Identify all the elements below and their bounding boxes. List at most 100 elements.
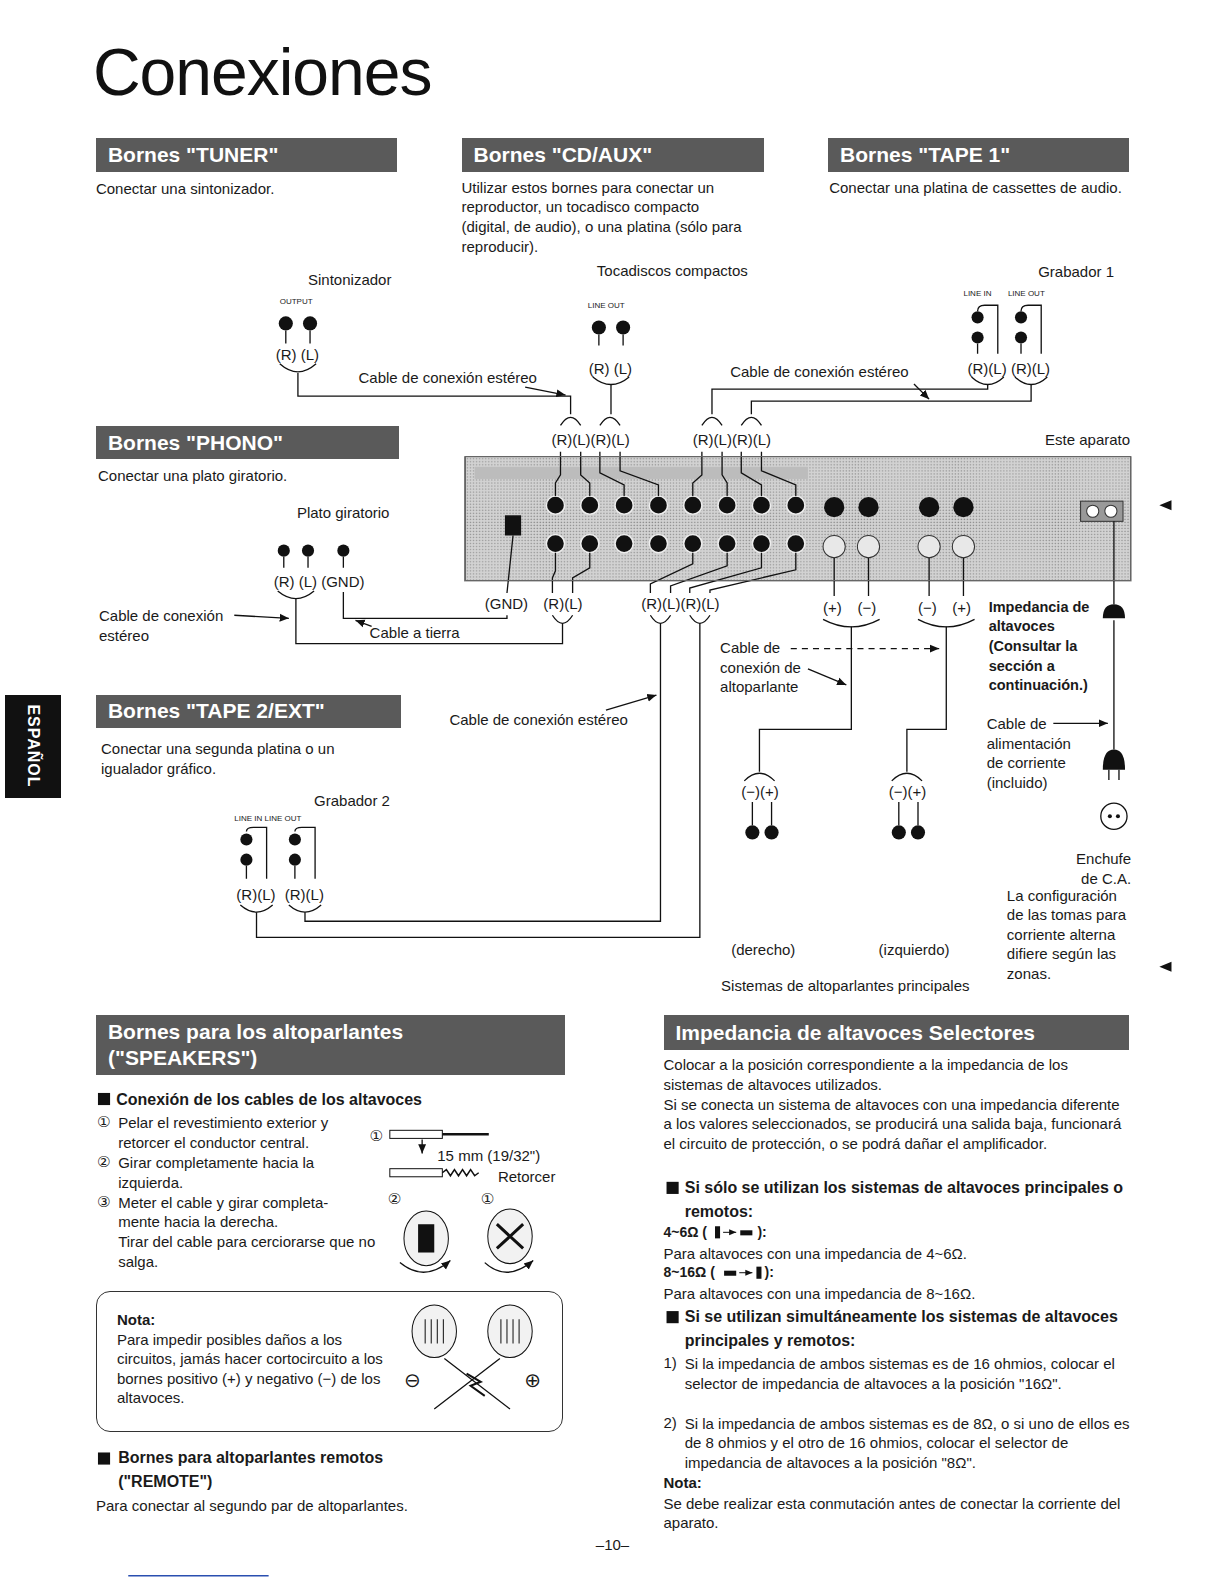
section-band: Bornes "TAPE 1" — [828, 138, 1129, 171]
panel-shape — [418, 1224, 434, 1252]
text-label: 1) — [664, 1354, 677, 1371]
text-label: (R)(L)(R)(L) — [550, 431, 630, 448]
text-label: (GND) — [484, 595, 529, 612]
text-label: Conectar una sintonizador. — [96, 180, 274, 197]
jack-symbol — [278, 545, 290, 557]
text-label: Colocar a la posición correspondiente a … — [664, 1055, 1131, 1094]
wire-line — [620, 452, 658, 496]
wire-line — [741, 417, 761, 425]
wire-line — [834, 558, 963, 596]
jack-symbol — [615, 534, 633, 552]
jack-symbol — [684, 496, 702, 514]
text-label: (R) (L) — [276, 346, 319, 363]
jack-symbol — [1101, 803, 1127, 829]
wire-line — [497, 1224, 523, 1248]
text-label: Para altavoces con una impedancia de 8~1… — [664, 1285, 976, 1302]
panel-shape — [1081, 501, 1123, 521]
panel-shape — [98, 1093, 110, 1105]
wire-line — [744, 773, 922, 781]
panel-shape — [715, 1226, 720, 1238]
bold-text: Conexión de los cables de los altavoces — [116, 1088, 422, 1112]
text-label: (−)(+) — [889, 783, 927, 800]
node-heading: Bornes "PHONO" — [108, 430, 283, 456]
node-heading: Este aparato — [1045, 431, 1130, 448]
text-label: ② — [388, 1190, 401, 1207]
wire-line — [693, 452, 702, 496]
text-label: Cable a tierra — [370, 624, 460, 641]
wire-line — [552, 553, 555, 593]
wire-line — [295, 827, 315, 879]
page-title: Conexiones — [93, 36, 432, 109]
wire-line — [573, 553, 590, 593]
wire-line — [555, 452, 560, 496]
jack-symbol — [616, 320, 630, 334]
section-band: Bornes "PHONO" — [96, 426, 399, 459]
wire-line — [751, 385, 1031, 414]
panel-shape — [667, 1311, 679, 1323]
wire-line — [722, 452, 727, 496]
wire-line — [421, 1139, 422, 1153]
jack-symbol — [546, 534, 564, 552]
text-label: ② — [97, 1153, 110, 1170]
wire-line — [442, 1133, 488, 1136]
wire-line — [723, 1232, 736, 1233]
text-label: Girar completamente hacia la izquierda. — [118, 1153, 355, 1192]
jack-symbol — [752, 534, 770, 552]
panel-shape — [475, 467, 808, 479]
jack-symbol — [279, 316, 293, 330]
jack-symbol — [337, 545, 349, 557]
text-label: Grabador 2 — [314, 792, 390, 809]
wire-line — [606, 695, 656, 710]
text-label: (R)(L)(R)(L) — [640, 595, 720, 612]
wire-line — [128, 1575, 268, 1577]
text-label: (R)(L) — [285, 886, 324, 903]
text-label: Meter el cable y girar completa- mente h… — [118, 1193, 360, 1232]
text-label: Se debe realizar esta conmutación antes … — [664, 1494, 1131, 1533]
wire-line — [1103, 750, 1125, 770]
wire-line — [791, 648, 939, 649]
jack-symbol — [718, 496, 736, 514]
unit-rear-panel: Este aparato — [465, 456, 1132, 580]
terminal-knob — [404, 1211, 448, 1266]
panel-shape — [98, 1452, 110, 1464]
wire-line — [467, 1374, 485, 1396]
wire-line — [600, 417, 620, 425]
text-label: Tirar del cable para cerciorarse que no … — [118, 1232, 383, 1271]
wire-line — [599, 335, 623, 346]
jack-label: LINE OUT — [265, 814, 302, 823]
svg-part — [823, 535, 974, 557]
wire-line — [280, 364, 316, 372]
jack-symbol — [302, 545, 314, 557]
jack-symbol — [1015, 331, 1027, 343]
section-band: Bornes "CD/AUX" — [462, 138, 765, 171]
panel-shape — [505, 515, 521, 535]
text-label: Si la impedancia de ambos sistemas es de… — [685, 1354, 1131, 1393]
text-label: Para conectar al segundo par de altoparl… — [96, 1497, 408, 1514]
jack-symbol — [824, 497, 844, 517]
section-band: Impedancia de altavoces Selectores — [664, 1015, 1130, 1050]
text-label: La configuración de las tomas para corri… — [1007, 886, 1133, 984]
jack-symbol — [546, 496, 564, 514]
jack-symbol — [858, 497, 878, 517]
node-heading: ESPAÑOL — [24, 705, 42, 788]
jack-symbol — [953, 497, 973, 517]
terminal-knob — [488, 1305, 532, 1358]
node-heading: Impedancia de altavoces Selectores — [676, 1020, 1036, 1046]
wire-line — [593, 377, 629, 385]
wire-line — [240, 905, 321, 912]
wire-line — [650, 553, 692, 593]
wire-line — [434, 1359, 510, 1409]
wire-line — [1053, 723, 1108, 724]
wire-line — [507, 535, 513, 593]
wire-line — [1109, 770, 1119, 780]
text-label: (R)(L) — [967, 360, 1006, 377]
jack-symbol — [911, 825, 925, 839]
node-heading: Bornes "TAPE 1" — [840, 142, 1010, 168]
jack-symbol — [684, 534, 702, 552]
jack-symbol — [581, 496, 599, 514]
wire-line — [278, 591, 314, 599]
text-label: ① — [481, 1190, 494, 1207]
wire-line — [560, 417, 580, 425]
wire-line — [702, 417, 722, 425]
wire-line — [257, 623, 700, 937]
